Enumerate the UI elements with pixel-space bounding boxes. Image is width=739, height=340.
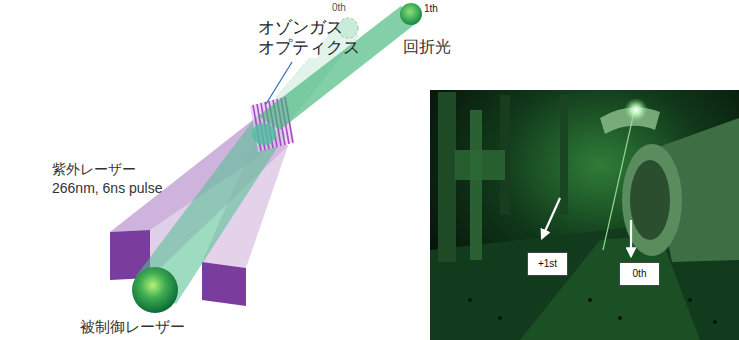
post	[438, 92, 456, 262]
optics-label: オゾンガス オプティクス	[258, 18, 318, 58]
bright-spot	[624, 98, 648, 122]
leader-line	[266, 62, 292, 104]
laser-source	[132, 267, 178, 313]
post	[470, 110, 482, 260]
camera-lens	[622, 144, 682, 256]
controlled-laser	[132, 114, 286, 313]
hole	[588, 298, 592, 302]
green-beam-line	[603, 112, 634, 250]
pointer-arrow	[542, 198, 560, 238]
mount	[455, 150, 505, 180]
order-label: 1th	[424, 3, 438, 15]
hole	[468, 298, 472, 302]
order-label: 0th	[332, 2, 346, 14]
photo-tag-box: +1st	[527, 252, 568, 276]
diffracted-light-label: 回折光	[403, 37, 451, 56]
diffracted-beam	[258, 6, 419, 130]
tag-text: 0th	[633, 268, 647, 280]
hole	[498, 316, 502, 320]
zeroth-spot	[338, 18, 358, 38]
camera-lens-ring	[630, 160, 670, 240]
pointer-arrow	[630, 220, 632, 256]
hole	[618, 316, 622, 320]
uv-beam-face	[202, 262, 246, 306]
hole	[713, 320, 717, 324]
uv-laser-label: 紫外レーザー 266nm, 6ns pulse	[52, 160, 180, 198]
table-holes	[468, 298, 717, 324]
hole	[688, 298, 692, 302]
tag-text: +1st	[538, 258, 557, 270]
photo-tag-box: 0th	[619, 262, 660, 286]
post	[560, 95, 568, 215]
first-spot	[400, 3, 422, 25]
photo-ground	[430, 90, 739, 340]
first-order-beam	[258, 3, 422, 130]
lab-photo	[430, 90, 739, 340]
controlled-laser-label: 被制御レーザー	[80, 318, 185, 336]
beam-overlap	[252, 123, 276, 145]
